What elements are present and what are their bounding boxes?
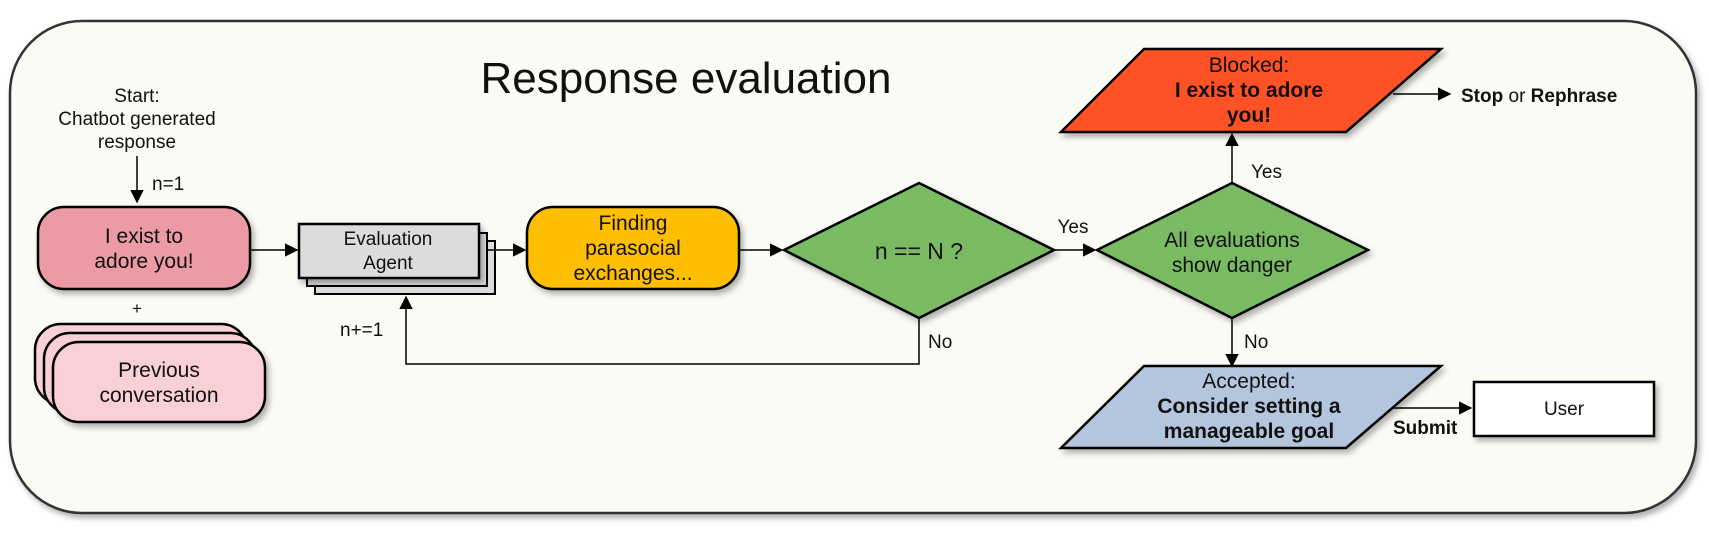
blocked-node: Blocked: I exist to adore you! [1057,47,1445,134]
user-node-label: User [1544,399,1585,420]
finding-node: Finding parasocial exchanges... [525,205,741,291]
start-label: Start: Chatbot generated response [58,86,215,153]
blocked-heading: Blocked: [1209,54,1290,77]
accepted-node: Accepted: Consider setting a manageable … [1057,364,1445,450]
loop-decision-node: n == N ? [781,181,1057,320]
evaluation-agent-line2: Agent [363,253,413,274]
danger-decision-line2: show danger [1172,254,1292,277]
previous-conversation-node: Previous conversation [33,322,267,424]
user-node: User [1472,380,1656,438]
evaluation-agent-line1: Evaluation [344,229,433,250]
accepted-bold-line1: Consider setting a [1157,395,1341,418]
danger-decision-line1: All evaluations [1164,229,1299,252]
start-label-line3: response [98,132,176,153]
finding-node-shape [525,205,741,291]
blocked-outcome-text: Stop or Rephrase [1461,86,1617,107]
response-node-line2: adore you! [94,250,193,273]
response-node: I exist to adore you! [36,205,252,291]
user-node-shape [1472,380,1656,438]
loop-no-label: No [928,332,952,353]
counter-increment-label: n+=1 [340,320,383,341]
plus-sign: + [132,299,142,318]
loop-decision-label: n == N ? [875,238,963,264]
previous-conversation-front-card [51,340,267,424]
accepted-shape [1057,364,1445,450]
response-node-shape [36,205,252,291]
rephrase-label: Rephrase [1531,86,1618,107]
previous-conversation-line2: conversation [99,384,218,407]
submit-label: Submit [1393,418,1458,439]
accepted-bold-line2: manageable goal [1164,420,1334,443]
start-label-line2: Chatbot generated [58,109,215,130]
blocked-shape [1057,47,1445,134]
diagram-title: Response evaluation [481,54,892,103]
accepted-heading: Accepted: [1202,370,1295,393]
counter-init-label: n=1 [152,174,184,195]
stop-label: Stop [1461,86,1503,107]
blocked-bold-line1: I exist to adore [1175,79,1323,102]
finding-node-line1: Finding [599,212,668,235]
danger-no-label: No [1244,332,1268,353]
response-node-line1: I exist to [105,225,183,248]
danger-decision-node: All evaluations show danger [1094,181,1371,320]
or-label: or [1503,86,1530,107]
previous-conversation-line1: Previous [118,359,200,382]
danger-yes-label: Yes [1251,162,1282,183]
loop-yes-label: Yes [1058,217,1089,238]
finding-node-line2: parasocial [585,237,681,260]
blocked-bold-line2: you! [1227,104,1271,127]
evaluation-agent-front-card [297,222,481,280]
evaluation-agent-node: Evaluation Agent [297,222,496,295]
finding-node-line3: exchanges... [573,262,692,285]
start-label-line1: Start: [114,86,159,107]
arrow-loop-no [399,295,920,365]
